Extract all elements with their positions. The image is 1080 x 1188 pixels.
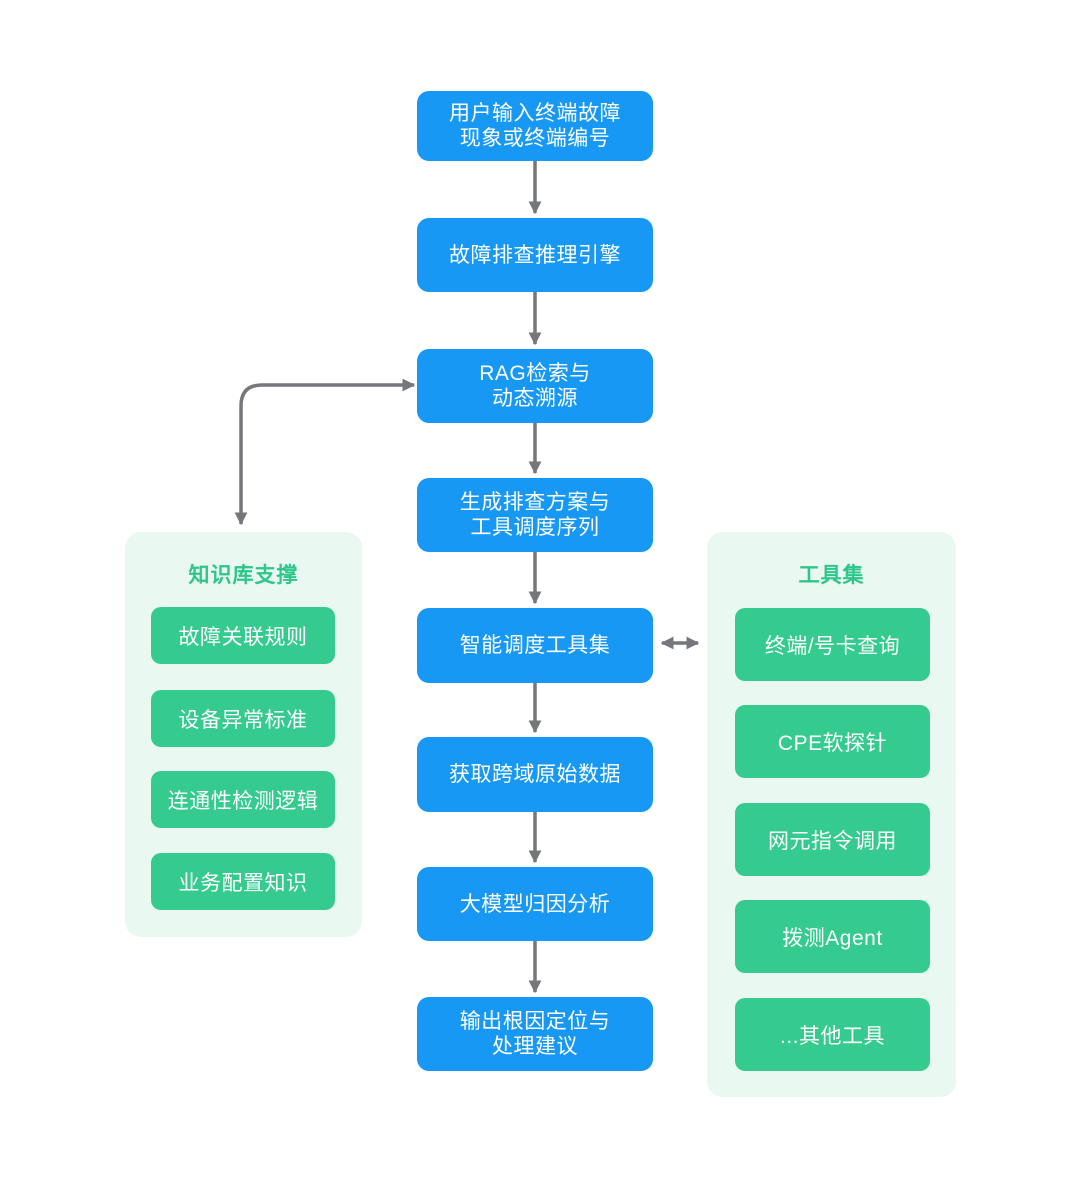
tool-item-cpe-probe: CPE软探针 (735, 705, 930, 778)
tool-item-label: 网元指令调用 (768, 829, 897, 853)
flow-step-label: 大模型归因分析 (459, 892, 611, 916)
knowledge-item-label: 设备异常标准 (178, 708, 308, 732)
knowledge-base-panel: 知识库支撑 故障关联规则 设备异常标准 连通性检测逻辑 业务配置知识 (125, 532, 362, 937)
knowledge-item-service-config: 业务配置知识 (151, 853, 335, 910)
tool-item-other-tools: ...其他工具 (735, 998, 930, 1071)
tool-item-label: 终端/号卡查询 (764, 634, 901, 658)
flow-step-label: 获取跨域原始数据 (449, 763, 621, 786)
knowledge-panel-title: 知识库支撑 (188, 564, 299, 587)
flow-step-label: 输出根因定位与 处理建议 (459, 1010, 611, 1058)
knowledge-item-device-anomaly: 设备异常标准 (151, 690, 335, 747)
knowledge-item-label: 业务配置知识 (178, 871, 308, 895)
flow-step-label: 生成排查方案与 工具调度序列 (459, 491, 611, 539)
flow-step-user-input: 用户输入终端故障 现象或终端编号 (417, 91, 653, 161)
knowledge-item-fault-rules: 故障关联规则 (151, 607, 335, 664)
flow-step-label: 故障排查推理引擎 (449, 243, 621, 267)
flow-step-reasoning-engine: 故障排查推理引擎 (417, 218, 653, 292)
knowledge-item-label: 故障关联规则 (178, 625, 308, 649)
tool-item-dial-test-agent: 拨测Agent (735, 900, 930, 973)
flow-step-label: RAG检索与 动态溯源 (479, 362, 591, 410)
tool-item-network-element-command: 网元指令调用 (735, 803, 930, 876)
flow-step-cross-domain-data: 获取跨域原始数据 (417, 737, 653, 812)
knowledge-item-connectivity-logic: 连通性检测逻辑 (151, 771, 335, 828)
flow-step-plan-generation: 生成排查方案与 工具调度序列 (417, 478, 653, 552)
tool-item-label: 拨测Agent (782, 926, 883, 950)
toolset-panel: 工具集 终端/号卡查询 CPE软探针 网元指令调用 拨测Agent ...其他工… (707, 532, 956, 1097)
toolset-panel-title: 工具集 (798, 564, 865, 587)
tool-item-terminal-sim-query: 终端/号卡查询 (735, 608, 930, 681)
tool-item-label: CPE软探针 (777, 731, 888, 755)
flow-step-label: 智能调度工具集 (459, 634, 611, 657)
flow-step-rag-retrieval: RAG检索与 动态溯源 (417, 349, 653, 423)
tool-item-label: ...其他工具 (779, 1024, 885, 1048)
flow-step-llm-attribution: 大模型归因分析 (417, 867, 653, 941)
flow-step-label: 用户输入终端故障 现象或终端编号 (449, 102, 621, 150)
flow-step-root-cause-output: 输出根因定位与 处理建议 (417, 997, 653, 1071)
arrow-knowledge-rag-elbow (234, 378, 416, 526)
knowledge-item-label: 连通性检测逻辑 (167, 789, 319, 813)
flow-step-tool-dispatch: 智能调度工具集 (417, 608, 653, 683)
